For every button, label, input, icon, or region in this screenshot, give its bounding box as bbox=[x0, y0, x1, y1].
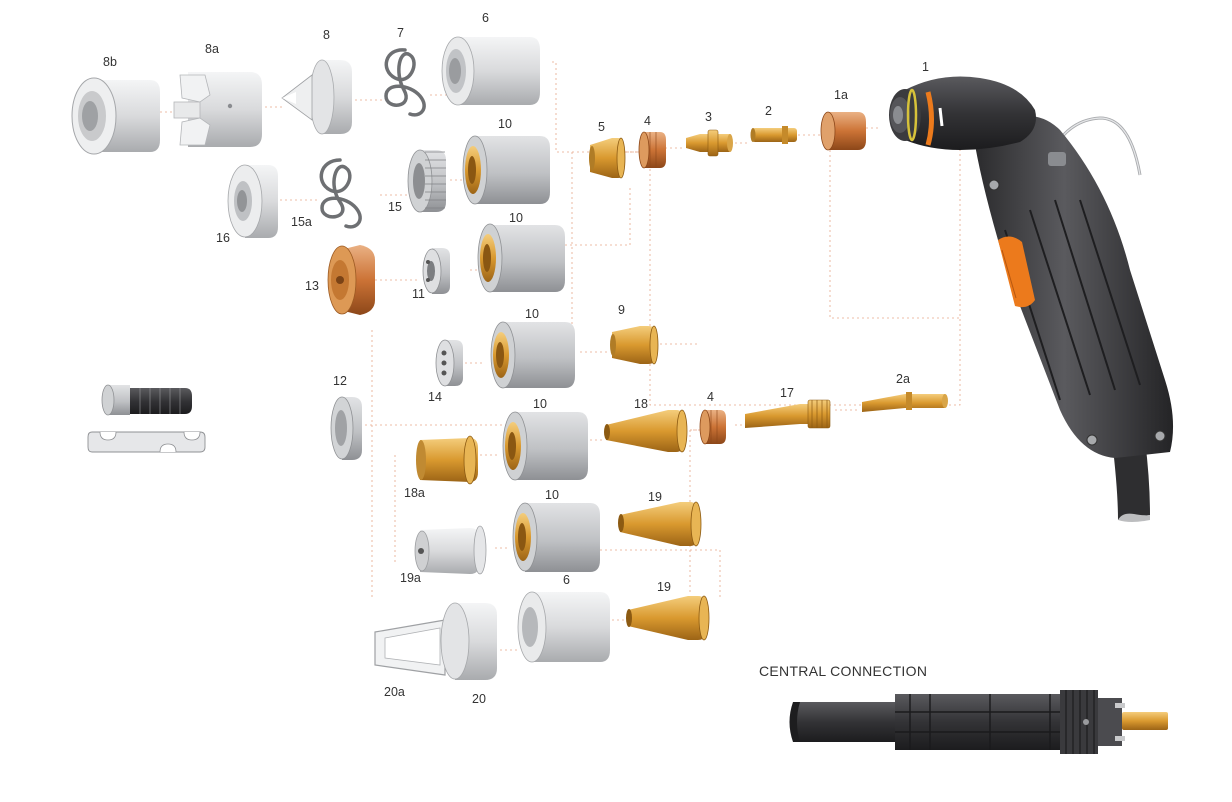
label-part-17: 17 bbox=[780, 386, 794, 400]
part-18-nozzle bbox=[604, 409, 688, 453]
part-2a-electrode bbox=[862, 392, 948, 412]
part-20a-guide bbox=[374, 619, 446, 676]
label-part-2: 2 bbox=[765, 104, 772, 118]
label-part-10-d: 10 bbox=[533, 397, 547, 411]
label-part-3: 3 bbox=[705, 110, 712, 124]
label-part-10-e: 10 bbox=[545, 488, 559, 502]
part-16-nozzle bbox=[227, 164, 278, 238]
label-part-16: 16 bbox=[216, 231, 230, 245]
part-11-diffuser bbox=[422, 248, 450, 294]
part-8-deflector bbox=[281, 59, 352, 135]
part-20-holder bbox=[440, 602, 497, 680]
label-part-7: 7 bbox=[397, 26, 404, 40]
label-part-10-c: 10 bbox=[525, 307, 539, 321]
label-part-8: 8 bbox=[323, 28, 330, 42]
part-6-nozzle-bottom bbox=[517, 591, 610, 663]
label-part-9: 9 bbox=[618, 303, 625, 317]
part-12-nut bbox=[330, 396, 362, 460]
part-10-holder-a bbox=[462, 135, 550, 205]
part-18a-nozzle bbox=[416, 435, 478, 485]
label-part-15a: 15a bbox=[291, 215, 312, 229]
part-13-shield bbox=[327, 245, 375, 315]
label-part-1: 1 bbox=[922, 60, 929, 74]
central-connection-title: CENTRAL CONNECTION bbox=[759, 663, 928, 679]
label-part-1a: 1a bbox=[834, 88, 848, 102]
torch-body bbox=[889, 76, 1174, 522]
part-8b-shield-cup bbox=[71, 77, 160, 155]
part-7-spring bbox=[384, 48, 426, 117]
label-part-8a: 8a bbox=[205, 42, 219, 56]
label-part-6-top: 6 bbox=[482, 11, 489, 25]
label-part-2a: 2a bbox=[896, 372, 910, 386]
part-8a-spacer bbox=[173, 72, 262, 147]
part-4-swirl-ring-a bbox=[638, 131, 666, 169]
label-part-10-b: 10 bbox=[509, 211, 523, 225]
label-part-19-b: 19 bbox=[657, 580, 671, 594]
part-2-electrode bbox=[750, 126, 797, 144]
part-19a-nozzle bbox=[414, 525, 487, 575]
part-19-nozzle-a bbox=[618, 501, 702, 547]
part-14-diffuser bbox=[435, 339, 463, 387]
central-connection-drawing bbox=[789, 690, 1168, 754]
label-part-20: 20 bbox=[472, 692, 486, 706]
label-part-4-bottom: 4 bbox=[707, 390, 714, 404]
label-part-19a: 19a bbox=[400, 571, 421, 585]
label-part-4-top: 4 bbox=[644, 114, 651, 128]
label-part-14: 14 bbox=[428, 390, 442, 404]
part-9-tip bbox=[610, 325, 659, 365]
spanner-tool bbox=[87, 384, 206, 453]
label-part-19-a: 19 bbox=[648, 490, 662, 504]
part-4-swirl-ring-b bbox=[699, 409, 726, 445]
label-part-6-bottom: 6 bbox=[563, 573, 570, 587]
label-part-11: 11 bbox=[412, 287, 425, 301]
label-part-18a: 18a bbox=[404, 486, 425, 500]
part-3-electrode bbox=[686, 129, 733, 157]
part-10-holder-b bbox=[477, 223, 565, 293]
label-part-10-a: 10 bbox=[498, 117, 512, 131]
label-part-15: 15 bbox=[388, 200, 402, 214]
part-15a-spring bbox=[319, 158, 362, 229]
label-part-13: 13 bbox=[305, 279, 319, 293]
part-10-holder-d bbox=[502, 411, 588, 481]
label-part-12: 12 bbox=[333, 374, 347, 388]
part-10-holder-e bbox=[512, 502, 600, 572]
part-5-tip bbox=[589, 137, 626, 179]
label-part-5: 5 bbox=[598, 120, 605, 134]
part-19-nozzle-b bbox=[626, 595, 710, 641]
label-part-8b: 8b bbox=[103, 55, 117, 69]
part-15-ring bbox=[407, 149, 446, 213]
part-6-nozzle-top bbox=[441, 36, 540, 106]
label-part-20a: 20a bbox=[384, 685, 405, 699]
part-1a-insulator bbox=[820, 111, 866, 151]
part-17-electrode bbox=[745, 399, 831, 429]
label-part-18: 18 bbox=[634, 397, 648, 411]
part-10-holder-c bbox=[490, 321, 575, 389]
